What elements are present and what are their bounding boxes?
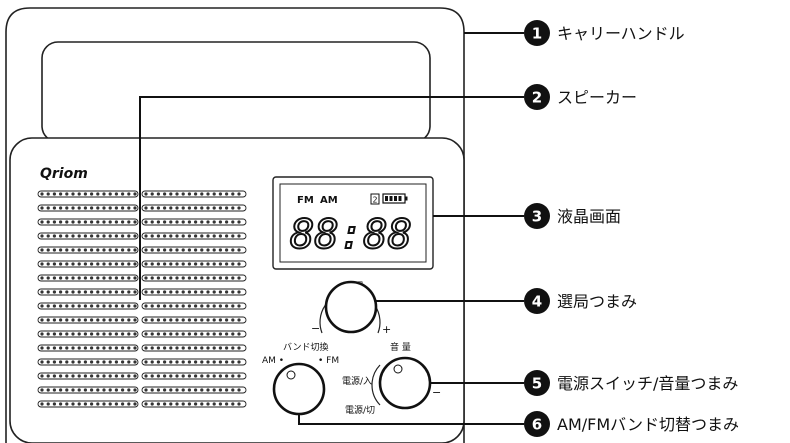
- grille-slot: [37, 288, 139, 296]
- volume-minus-mark: −: [432, 386, 441, 399]
- callout-number: 6: [532, 416, 542, 434]
- tuning-plus-mark: +: [382, 323, 391, 336]
- lcd-band-am: AM: [320, 195, 338, 206]
- callout-number: 4: [532, 293, 542, 311]
- leader-6: [298, 414, 524, 425]
- callout-number: 2: [532, 89, 542, 107]
- grille-slot: [37, 358, 139, 366]
- tuning-knob[interactable]: [324, 280, 378, 334]
- grille-slot: [37, 372, 139, 380]
- carry-handle-outline: [5, 7, 465, 443]
- callout-number-badge: [524, 288, 550, 314]
- grille-slot: [37, 330, 139, 338]
- grille-slot: [37, 400, 139, 408]
- volume-knob-label: 音 量: [390, 341, 411, 353]
- lcd-band-fm: FM: [297, 195, 314, 206]
- grille-slot: [37, 232, 139, 240]
- volume-power-off: 電源/切: [345, 405, 375, 416]
- band-knob[interactable]: [272, 362, 326, 416]
- handle-opening: [41, 41, 431, 143]
- volume-scale-arc: [371, 364, 381, 406]
- grille-slot: [37, 204, 139, 212]
- leader-lines: [139, 32, 524, 425]
- volume-power-on: 電源/入: [342, 376, 372, 387]
- callout-number: 3: [532, 208, 542, 226]
- band-fm-mark: • FM: [318, 356, 339, 366]
- lcd-sub-indicator: 2: [373, 196, 378, 205]
- callout-label: AM/FMバンド切替つまみ: [557, 415, 739, 434]
- lcd-screen: [279, 183, 427, 263]
- callout-number-badge: [524, 411, 550, 437]
- lcd-digits: 88:88: [290, 212, 412, 258]
- grille-slot: [37, 274, 139, 282]
- band-am-mark: AM •: [262, 356, 284, 366]
- callout-number-badge: [524, 84, 550, 110]
- grille-slot: [37, 260, 139, 268]
- callout-label: 選局つまみ: [557, 292, 637, 311]
- callout-label: 液晶画面: [557, 207, 621, 226]
- tuning-minus-mark: −: [311, 322, 320, 335]
- battery-icon: [382, 193, 408, 204]
- band-knob-label: バンド切換: [283, 341, 328, 353]
- callout-list: 1 キャリーハンドル 2 スピーカー 3 液晶画面 4 選局つまみ 5 電源スイッチ/音量つまみ 6…: [524, 20, 739, 437]
- grille-slot: [37, 386, 139, 394]
- lcd-sub-box: [370, 193, 380, 205]
- grille-slot: [37, 316, 139, 324]
- callout-label: スピーカー: [557, 88, 637, 107]
- brand-logo: Qriom: [40, 166, 88, 182]
- volume-knob[interactable]: [378, 356, 432, 410]
- grille-slot: [37, 344, 139, 352]
- grille-slot: [37, 302, 139, 310]
- callout-number-badge: [524, 370, 550, 396]
- speaker-grille: [37, 190, 247, 408]
- grille-slot: [37, 218, 139, 226]
- callout-label: キャリーハンドル: [557, 24, 685, 43]
- callout-number: 1: [532, 25, 542, 43]
- grille-slot: [37, 190, 139, 198]
- leader-2: [139, 96, 524, 300]
- callout-number-badge: [524, 203, 550, 229]
- callout-number-badge: [524, 20, 550, 46]
- volume-knob-indicator: [393, 364, 403, 374]
- grille-slot: [37, 246, 139, 254]
- callout-label: 電源スイッチ/音量つまみ: [557, 374, 738, 393]
- callout-number: 5: [532, 375, 542, 393]
- band-knob-indicator: [286, 370, 296, 380]
